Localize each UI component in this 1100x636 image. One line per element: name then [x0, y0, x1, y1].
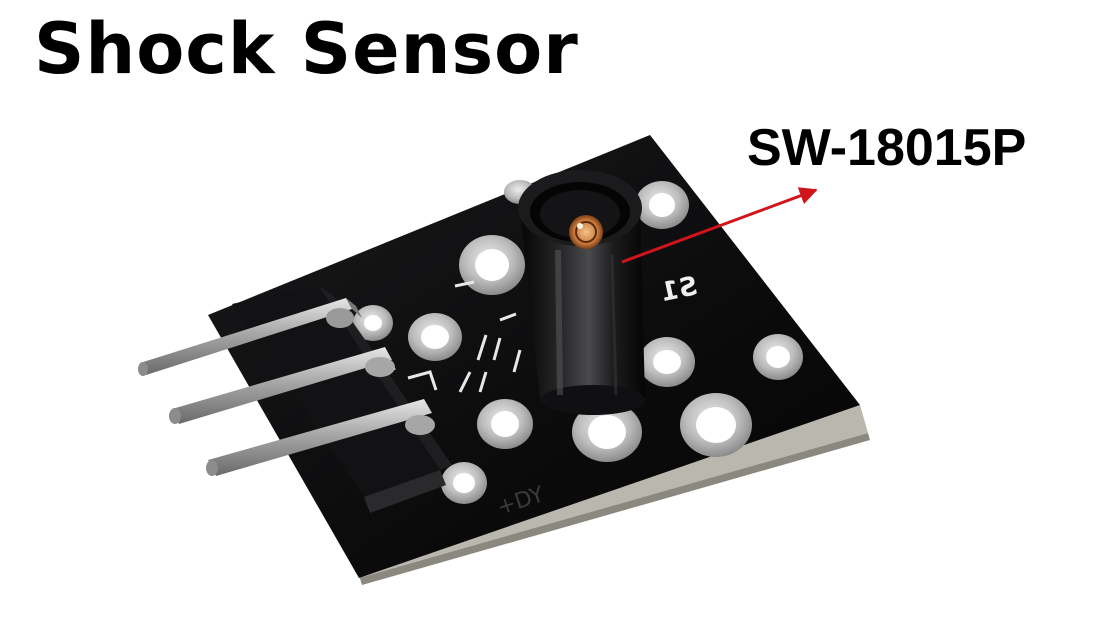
page-title: Shock Sensor [34, 8, 579, 90]
silkscreen-markings [377, 280, 522, 393]
copper-contact [569, 215, 603, 249]
header-block [232, 285, 440, 497]
vibration-switch-tube [518, 170, 645, 415]
solder-joints [326, 308, 435, 435]
part-number-label: SW-18015P [747, 119, 1027, 177]
silkscreen-label: S1 [658, 271, 700, 308]
header-pins [138, 298, 432, 476]
callout-arrow [621, 187, 818, 264]
pcb-through-holes [353, 180, 803, 504]
